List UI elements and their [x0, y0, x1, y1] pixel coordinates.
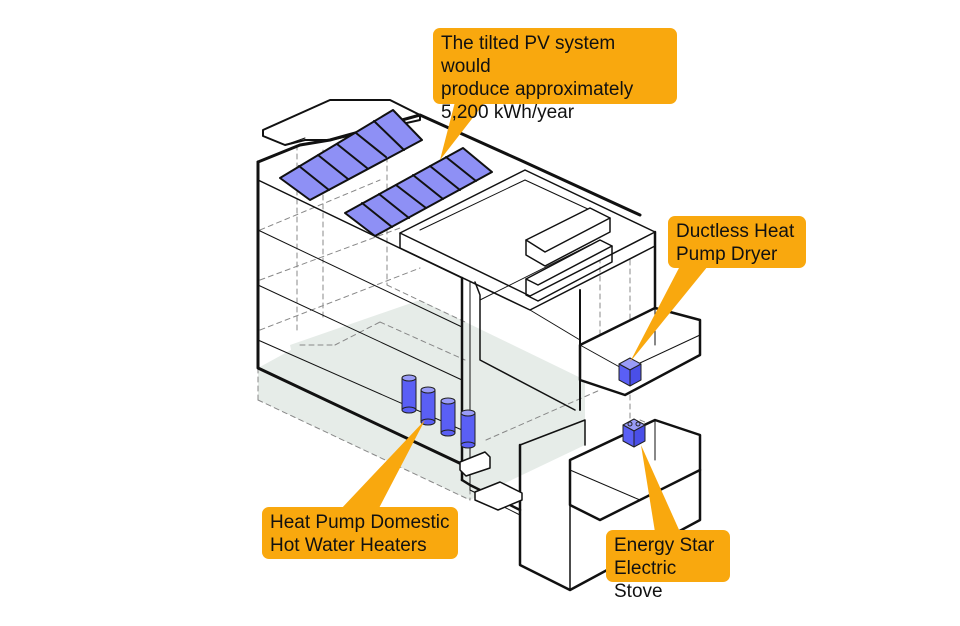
ground-floor-slab-inner: [290, 300, 585, 470]
cantilever-upper: [578, 306, 702, 397]
callout-pointer-pv: [440, 102, 485, 160]
water-heater-1: [401, 374, 417, 414]
callout-pointer-dhw: [340, 420, 425, 510]
main-block-outline: [256, 160, 472, 470]
water-heaters: [401, 374, 476, 449]
callout-pv-system: The tilted PV system would produce appro…: [433, 28, 677, 123]
entry-step-lower: [459, 451, 491, 477]
callout-electric-stove: Energy Star Electric Stove: [606, 530, 730, 602]
callout-pointer-stove: [641, 445, 680, 532]
entry-step: [474, 481, 523, 511]
callout-heat-pump-dryer: Ductless Heat Pump Dryer: [668, 216, 806, 268]
water-heater-3: [440, 397, 456, 437]
dryer-unit: [618, 357, 642, 387]
stove-unit: [622, 418, 646, 448]
callout-water-heaters: Heat Pump Domestic Hot Water Heaters: [262, 507, 458, 559]
water-heater-4: [460, 409, 476, 449]
callout-pointer-dryer: [630, 266, 708, 362]
pv-array-front: [344, 147, 493, 237]
water-heater-2: [420, 386, 436, 426]
pv-array-rear: [279, 109, 423, 201]
